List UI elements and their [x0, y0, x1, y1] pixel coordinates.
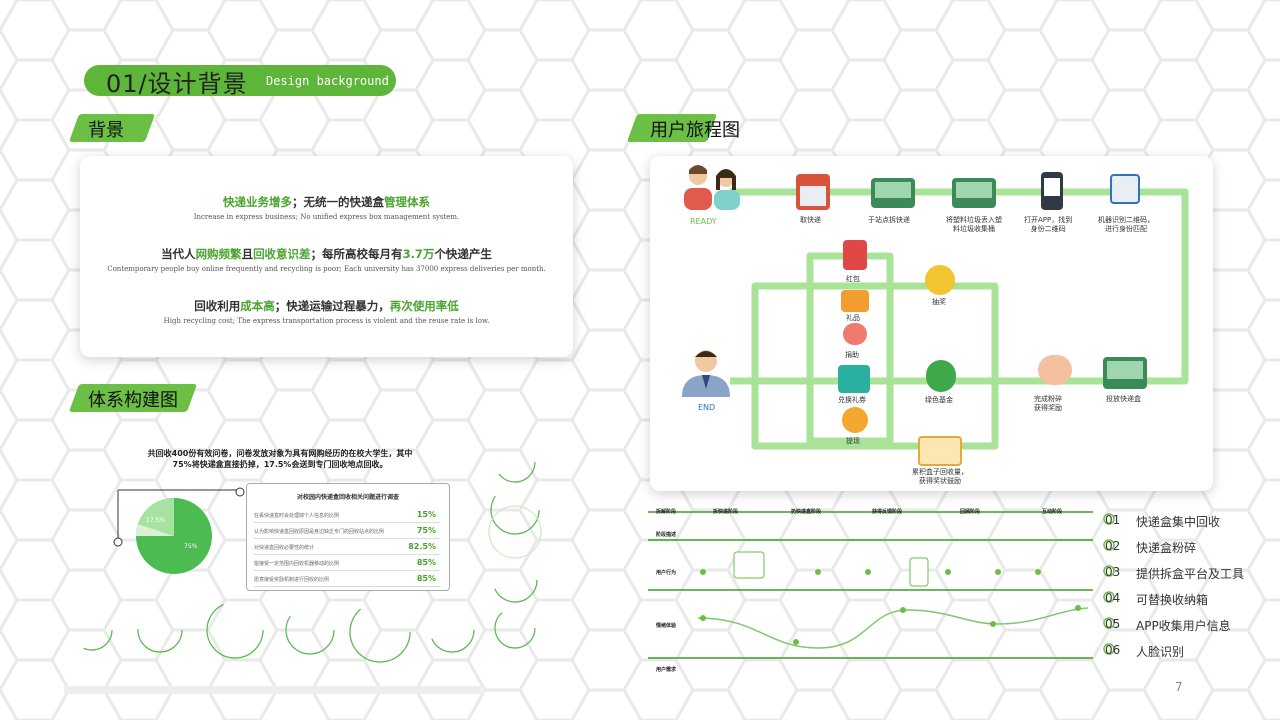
- certificate-icon: [918, 436, 962, 466]
- feature-item: APP收集用户信息: [1136, 619, 1231, 633]
- coupon-icon: [838, 365, 870, 393]
- station-machine-icon: [871, 178, 915, 208]
- bg-line-3: 回收利用成本高；快递运输过程暴力，再次使用率低 High recycling c…: [163, 299, 490, 325]
- feature-number: 06: [1105, 643, 1121, 657]
- map-stage-1: 拆解阶段: [656, 509, 677, 515]
- background-card: 快递业务增多；无统一的快递盒管理体系 Increase in express b…: [80, 156, 573, 357]
- svg-text:75%: 75%: [184, 543, 198, 550]
- feature-number: 02: [1105, 539, 1121, 553]
- feature-item: 提供拆盒平台及工具: [1136, 567, 1245, 581]
- journey-card: [650, 156, 1213, 491]
- bg-line-1: 快递业务增多；无统一的快递盒管理体系 Increase in express b…: [193, 195, 460, 221]
- step-withdraw: 提现: [846, 437, 860, 445]
- map-stage-2: 拆快递阶段: [713, 509, 739, 515]
- gift-icon: [841, 290, 869, 312]
- svg-text:17.5%: 17.5%: [146, 517, 165, 524]
- step-pickup: 取快递: [800, 216, 821, 224]
- page-title: 01/设计背景: [106, 70, 248, 98]
- step-app: 打开APP，找到身份二维码: [1024, 216, 1073, 234]
- map-stage-6: 互动阶段: [1042, 509, 1063, 515]
- section-title-background: 背景: [88, 120, 124, 141]
- section-title-journey: 用户旅程图: [650, 120, 740, 141]
- survey-pie-chart: 75% 17.5%: [113, 487, 245, 574]
- lottery-icon: [925, 265, 955, 295]
- phone-qr-icon: [1041, 172, 1063, 210]
- feature-item: 快递盒集中回收: [1136, 515, 1221, 529]
- donate-heart-icon: [843, 323, 867, 345]
- journey-map-diagram: [648, 511, 1093, 659]
- page-subtitle: Design background: [266, 74, 389, 88]
- pie-slice-17: [138, 498, 174, 536]
- title-pill: [84, 65, 396, 96]
- map-stage-3: 扔快递盒阶段: [791, 509, 822, 515]
- feature-number: 01: [1105, 513, 1121, 527]
- feature-number: 05: [1105, 617, 1121, 631]
- step-coupon: 兑换礼券: [838, 396, 866, 404]
- step-redpack: 红包: [846, 275, 860, 283]
- step-gift: 礼品: [846, 314, 860, 322]
- step-throw: 将塑料垃圾丢入塑料垃圾收集桶: [946, 216, 1002, 234]
- step-lottery: 抽奖: [932, 298, 946, 306]
- scan-qr-icon: [1110, 174, 1140, 204]
- ready-label: READY: [690, 217, 717, 226]
- feature-number: 03: [1105, 565, 1121, 579]
- bg-line-2: 当代人网购频繁且回收意识差；每所高校每月有3.7万个快递产生 Contempor…: [107, 247, 546, 273]
- withdraw-coin-icon: [842, 407, 868, 433]
- survey-table: 对校园内快递盒回收相关问题进行调查: [246, 483, 450, 591]
- map-stage-5: 回顾阶段: [960, 509, 981, 515]
- feature-bullets: [1103, 513, 1115, 655]
- map-row-2: 用户行为: [656, 570, 677, 576]
- step-accumulate: 累积盒子回收量，获得奖状鼓励: [912, 468, 968, 486]
- redpack-icon: [843, 240, 867, 270]
- feature-item: 快递盒粉碎: [1136, 541, 1197, 555]
- end-label: END: [698, 403, 716, 412]
- shop-icon: [796, 174, 830, 210]
- reward-hearts-icon: [1038, 355, 1072, 385]
- section-title-system: 体系构建图: [88, 390, 178, 411]
- feature-item: 可替换收纳箱: [1136, 593, 1209, 607]
- map-stage-4: 获得反馈阶段: [872, 509, 903, 515]
- pie-slice-rest: [136, 524, 174, 536]
- map-row-1: 阶段描述: [656, 532, 677, 538]
- bin-machine-icon: [952, 178, 996, 208]
- feature-number: 04: [1105, 591, 1121, 605]
- map-row-4: 用户需求: [656, 667, 677, 673]
- step-donate: 捐助: [845, 351, 859, 359]
- step-deliver: 投放快递盒: [1106, 395, 1141, 403]
- step-crush: 完成粉碎获得奖励: [1034, 395, 1062, 413]
- map-row-3: 情绪体验: [656, 623, 677, 629]
- step-scan: 机器识别二维码，进行身份匹配: [1098, 216, 1154, 234]
- page-number: 7: [1175, 680, 1183, 694]
- step-station: 于站点拆快递: [868, 216, 910, 224]
- step-fund: 绿色基金: [925, 396, 953, 404]
- survey-text: 共回收400份有效问卷，问卷发放对象为具有网购经历的在校大学生，其中 75%将快…: [147, 449, 413, 469]
- feature-item: 人脸识别: [1136, 645, 1185, 659]
- fund-coins-icon: [926, 360, 956, 392]
- end-person-icon: [682, 350, 730, 397]
- survey-table-title: 对校园内快递盒回收相关问题进行调查: [296, 494, 399, 501]
- people-icon: [684, 165, 740, 210]
- deliver-machine-icon: [1103, 357, 1147, 389]
- system-rings-diagram: [64, 441, 542, 694]
